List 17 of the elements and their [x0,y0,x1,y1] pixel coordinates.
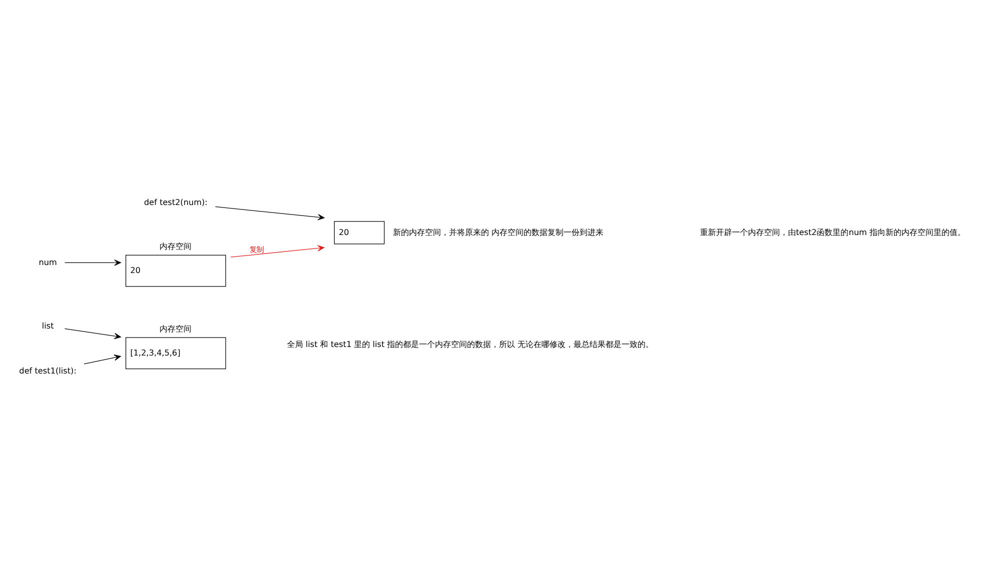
node-label: 内存空间 [160,241,192,252]
label: 全局 list 和 test1 里的 list 指的都是一个内存空间的数据，所以 无论在哪修改，最总结果都是一致的。 [287,339,654,350]
arrow [84,354,121,364]
node-text: def test2(num): [144,196,208,207]
arrow [215,206,325,220]
node-box: [1,2,3,4,5,6] [126,337,226,370]
node-box: 20 [126,254,226,287]
arrow [64,260,122,266]
node-text: num [38,256,57,267]
node-label: 新的内存空间，并将原来的 内存空间的数据复制一份到进来 [393,226,604,237]
node-text: def test1(list): [19,365,76,376]
node-label: 内存空间 [160,324,192,334]
arrow [230,245,324,258]
arrow [64,328,122,340]
node-text: list [42,320,54,330]
node-box: 20 [334,221,385,244]
label: 重新开辟一个内存空间，由test2函数里的num 指向新的内存空间里的值。 [700,226,966,237]
